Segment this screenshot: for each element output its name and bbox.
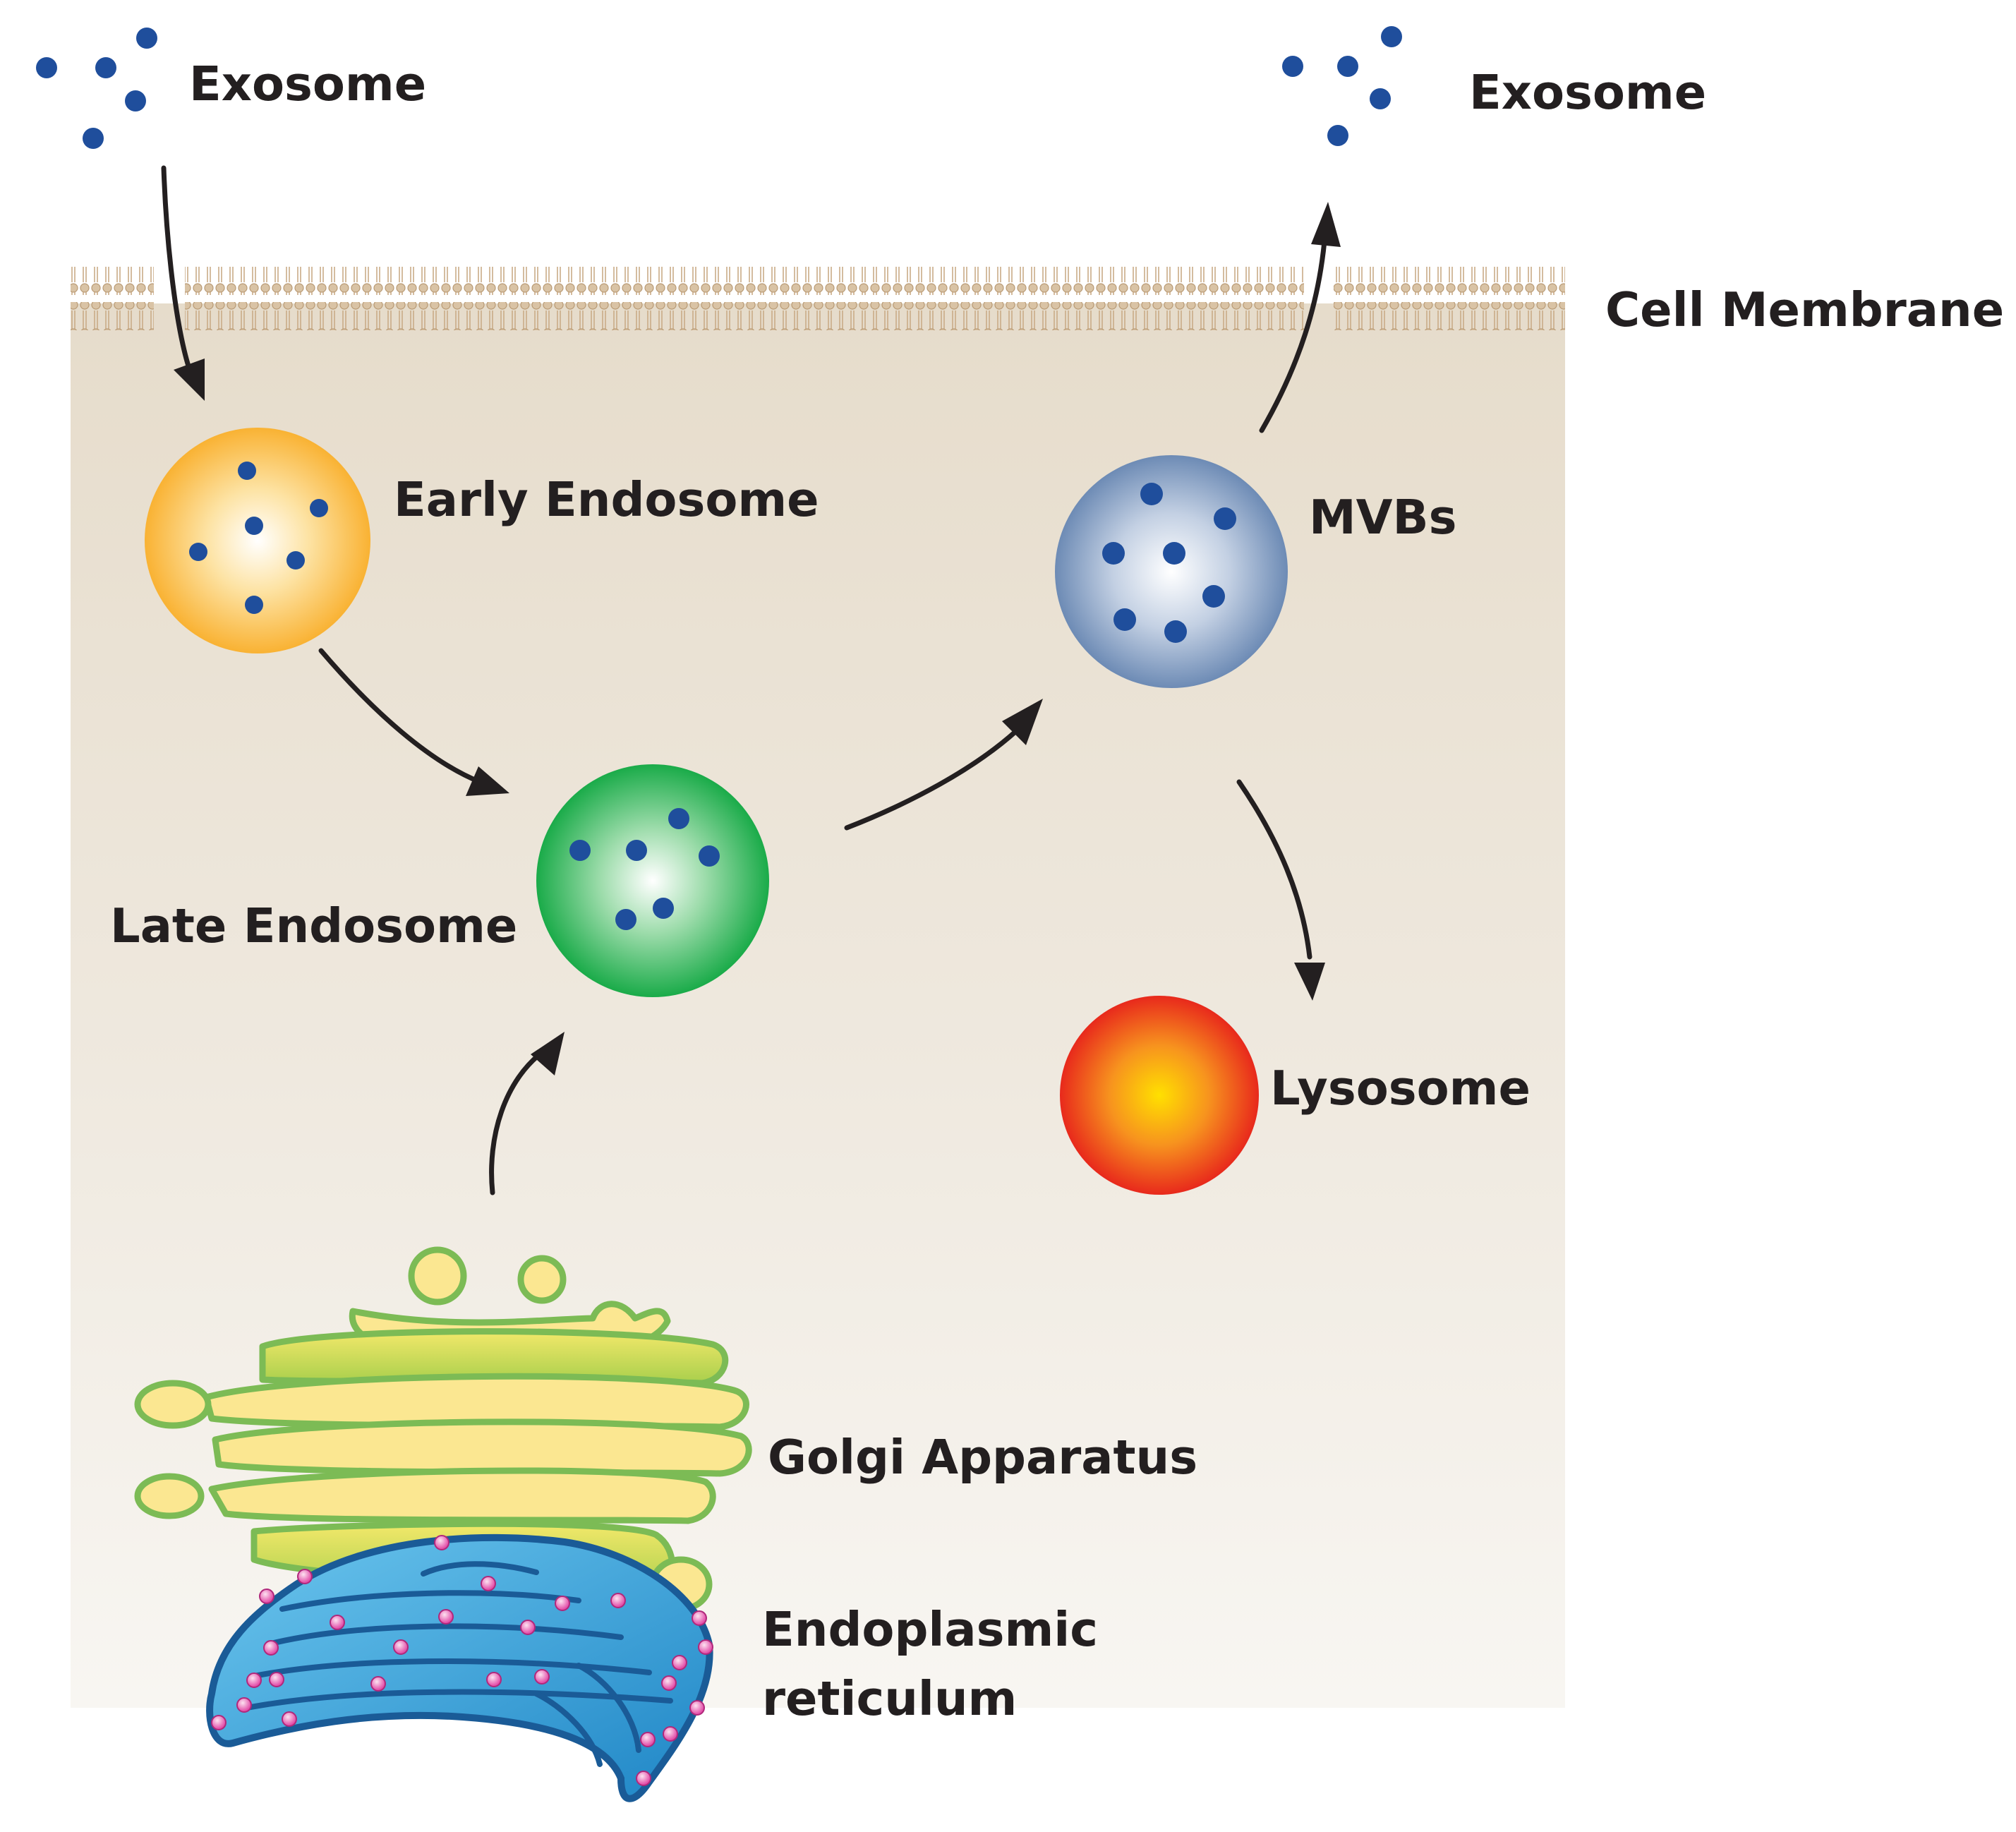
lipid-bilayer-icon xyxy=(71,302,154,330)
mvbs-label: MVBs xyxy=(1309,490,1456,545)
exosome-label-uptake: Exosome xyxy=(189,56,426,112)
arrowhead-icon xyxy=(1311,202,1341,247)
lipid-bilayer-icon xyxy=(185,302,1304,330)
lipid-bilayer-icon xyxy=(1334,302,1565,330)
lipid-bilayer-icon xyxy=(1334,267,1565,295)
arrow-late-to-mvbs xyxy=(844,728,1019,831)
er-label-line2: reticulum xyxy=(762,1671,1017,1726)
arrowhead-icon xyxy=(466,766,509,796)
arrow-golgi-to-late xyxy=(489,1049,546,1195)
endosome-sphere-icon xyxy=(536,764,769,997)
exosome-vesicle-icon xyxy=(36,28,157,149)
arrowhead-icon xyxy=(174,358,205,401)
arrowhead-icon xyxy=(1294,963,1325,1001)
lipid-bilayer-icon xyxy=(71,267,154,295)
er-network-icon xyxy=(206,1533,713,1802)
early-endosome xyxy=(145,428,370,653)
golgi-label: Golgi Apparatus xyxy=(768,1430,1197,1485)
late-endosome xyxy=(536,764,769,997)
lysosome-sphere xyxy=(1060,996,1259,1195)
golgi-stack-icon xyxy=(134,1246,752,1613)
lysosome-label: Lysosome xyxy=(1270,1061,1531,1116)
arrowhead-icon xyxy=(531,1032,565,1075)
arrowheads xyxy=(174,202,1341,1075)
arrowhead-icon xyxy=(1002,699,1043,745)
endosome-sphere-icon xyxy=(145,428,370,653)
er-label-line1: Endoplasmic xyxy=(762,1602,1098,1657)
early-endosome-label: Early Endosome xyxy=(394,472,819,527)
arrow-uptake xyxy=(161,165,193,375)
pathway-arrows xyxy=(161,165,1328,1195)
cell-membrane-label: Cell Membrane xyxy=(1605,282,2004,337)
cell-membrane xyxy=(71,267,1565,330)
ribosome-icon xyxy=(211,1535,713,1786)
arrow-mvbs-to-lysosome xyxy=(1236,779,1312,960)
exosome-label-release: Exosome xyxy=(1469,65,1706,120)
mvbs xyxy=(1055,455,1288,688)
lipid-bilayer-icon xyxy=(185,267,1304,295)
arrow-early-to-late xyxy=(318,648,483,785)
exosome-vesicle-icon xyxy=(1282,26,1402,146)
arrow-mvbs-to-exterior xyxy=(1259,230,1328,433)
late-endosome-label: Late Endosome xyxy=(110,898,517,953)
endosome-sphere-icon xyxy=(1055,455,1288,688)
